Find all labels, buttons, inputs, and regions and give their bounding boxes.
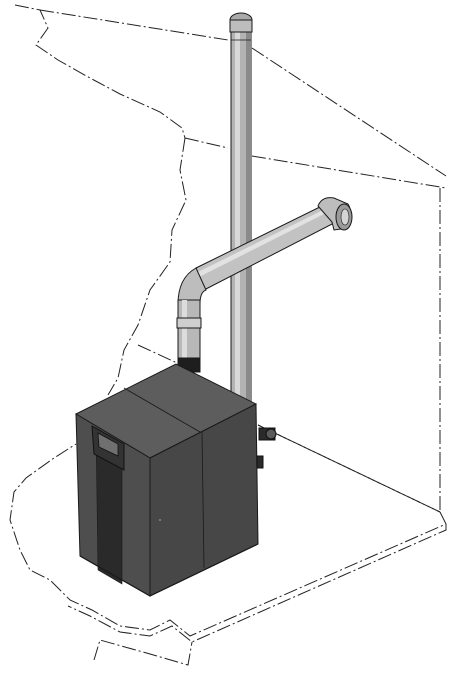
flue-pipe-collar [229,19,253,33]
boiler-side-screw [159,519,161,521]
ceiling-front-edge [184,137,447,189]
horizontal-intake-pipe-icon [176,197,353,373]
floor-front-edge-inner [67,524,447,643]
boiler-unit-icon [74,363,259,597]
room-outline [9,4,447,666]
ceiling-left-edge [14,4,186,139]
fitting-stub [256,455,264,469]
intake-pipe-run-highlight [198,206,332,277]
floor-front-edge [9,443,447,637]
boiler-side-split [201,431,205,569]
boiler-display-screen [97,432,119,457]
intake-elbow-opening-inner [340,208,350,226]
intake-coupling [176,317,202,329]
flue-pipe-shadow [246,25,251,405]
ceiling-top-edge [39,9,447,177]
flue-pipe-highlight [235,25,240,405]
side-connection-fitting-icon [256,427,277,469]
intake-drop-highlight [182,300,187,362]
intake-drop-pipe [177,299,201,363]
boiler-base-edge [79,543,259,597]
left-wall-edge [107,137,187,396]
boiler-top-split-line [123,387,201,433]
floor-slab-outline [93,639,193,666]
fitting-valve [265,428,277,440]
vertical-flue-pipe-icon [229,12,253,406]
